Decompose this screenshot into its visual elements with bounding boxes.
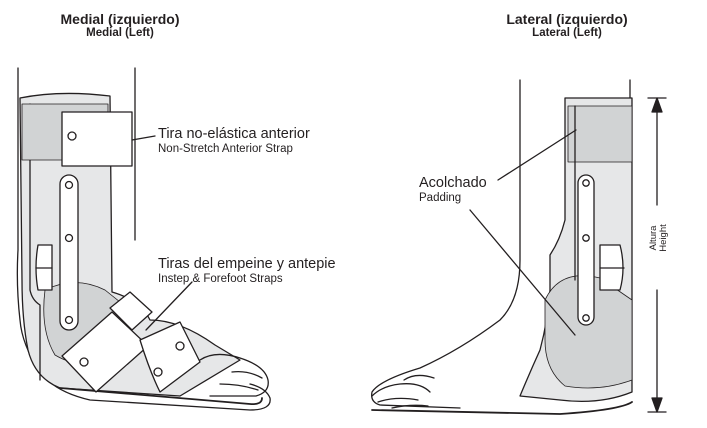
- lateral-toes: [372, 375, 434, 408]
- padding-callout: Acolchado Padding: [419, 175, 487, 206]
- anterior-strap-label-en: Non-Stretch Anterior Strap: [158, 143, 310, 157]
- height-label-en: Height: [659, 218, 669, 258]
- instep-straps-label-es: Tiras del empeine y antepie: [158, 256, 336, 273]
- padding-label-es: Acolchado: [419, 175, 487, 192]
- medial-anterior-strap: [62, 112, 155, 166]
- padding-leader-upper: [498, 130, 576, 180]
- instep-straps-callout: Tiras del empeine y antepie Instep & For…: [158, 256, 336, 287]
- padding-label-en: Padding: [419, 192, 487, 206]
- instep-straps-label-en: Instep & Forefoot Straps: [158, 273, 336, 287]
- anterior-strap-label-es: Tira no-elástica anterior: [158, 126, 310, 143]
- anterior-strap-callout: Tira no-elástica anterior Non-Stretch An…: [158, 126, 310, 157]
- height-label: Altura Height: [649, 216, 669, 260]
